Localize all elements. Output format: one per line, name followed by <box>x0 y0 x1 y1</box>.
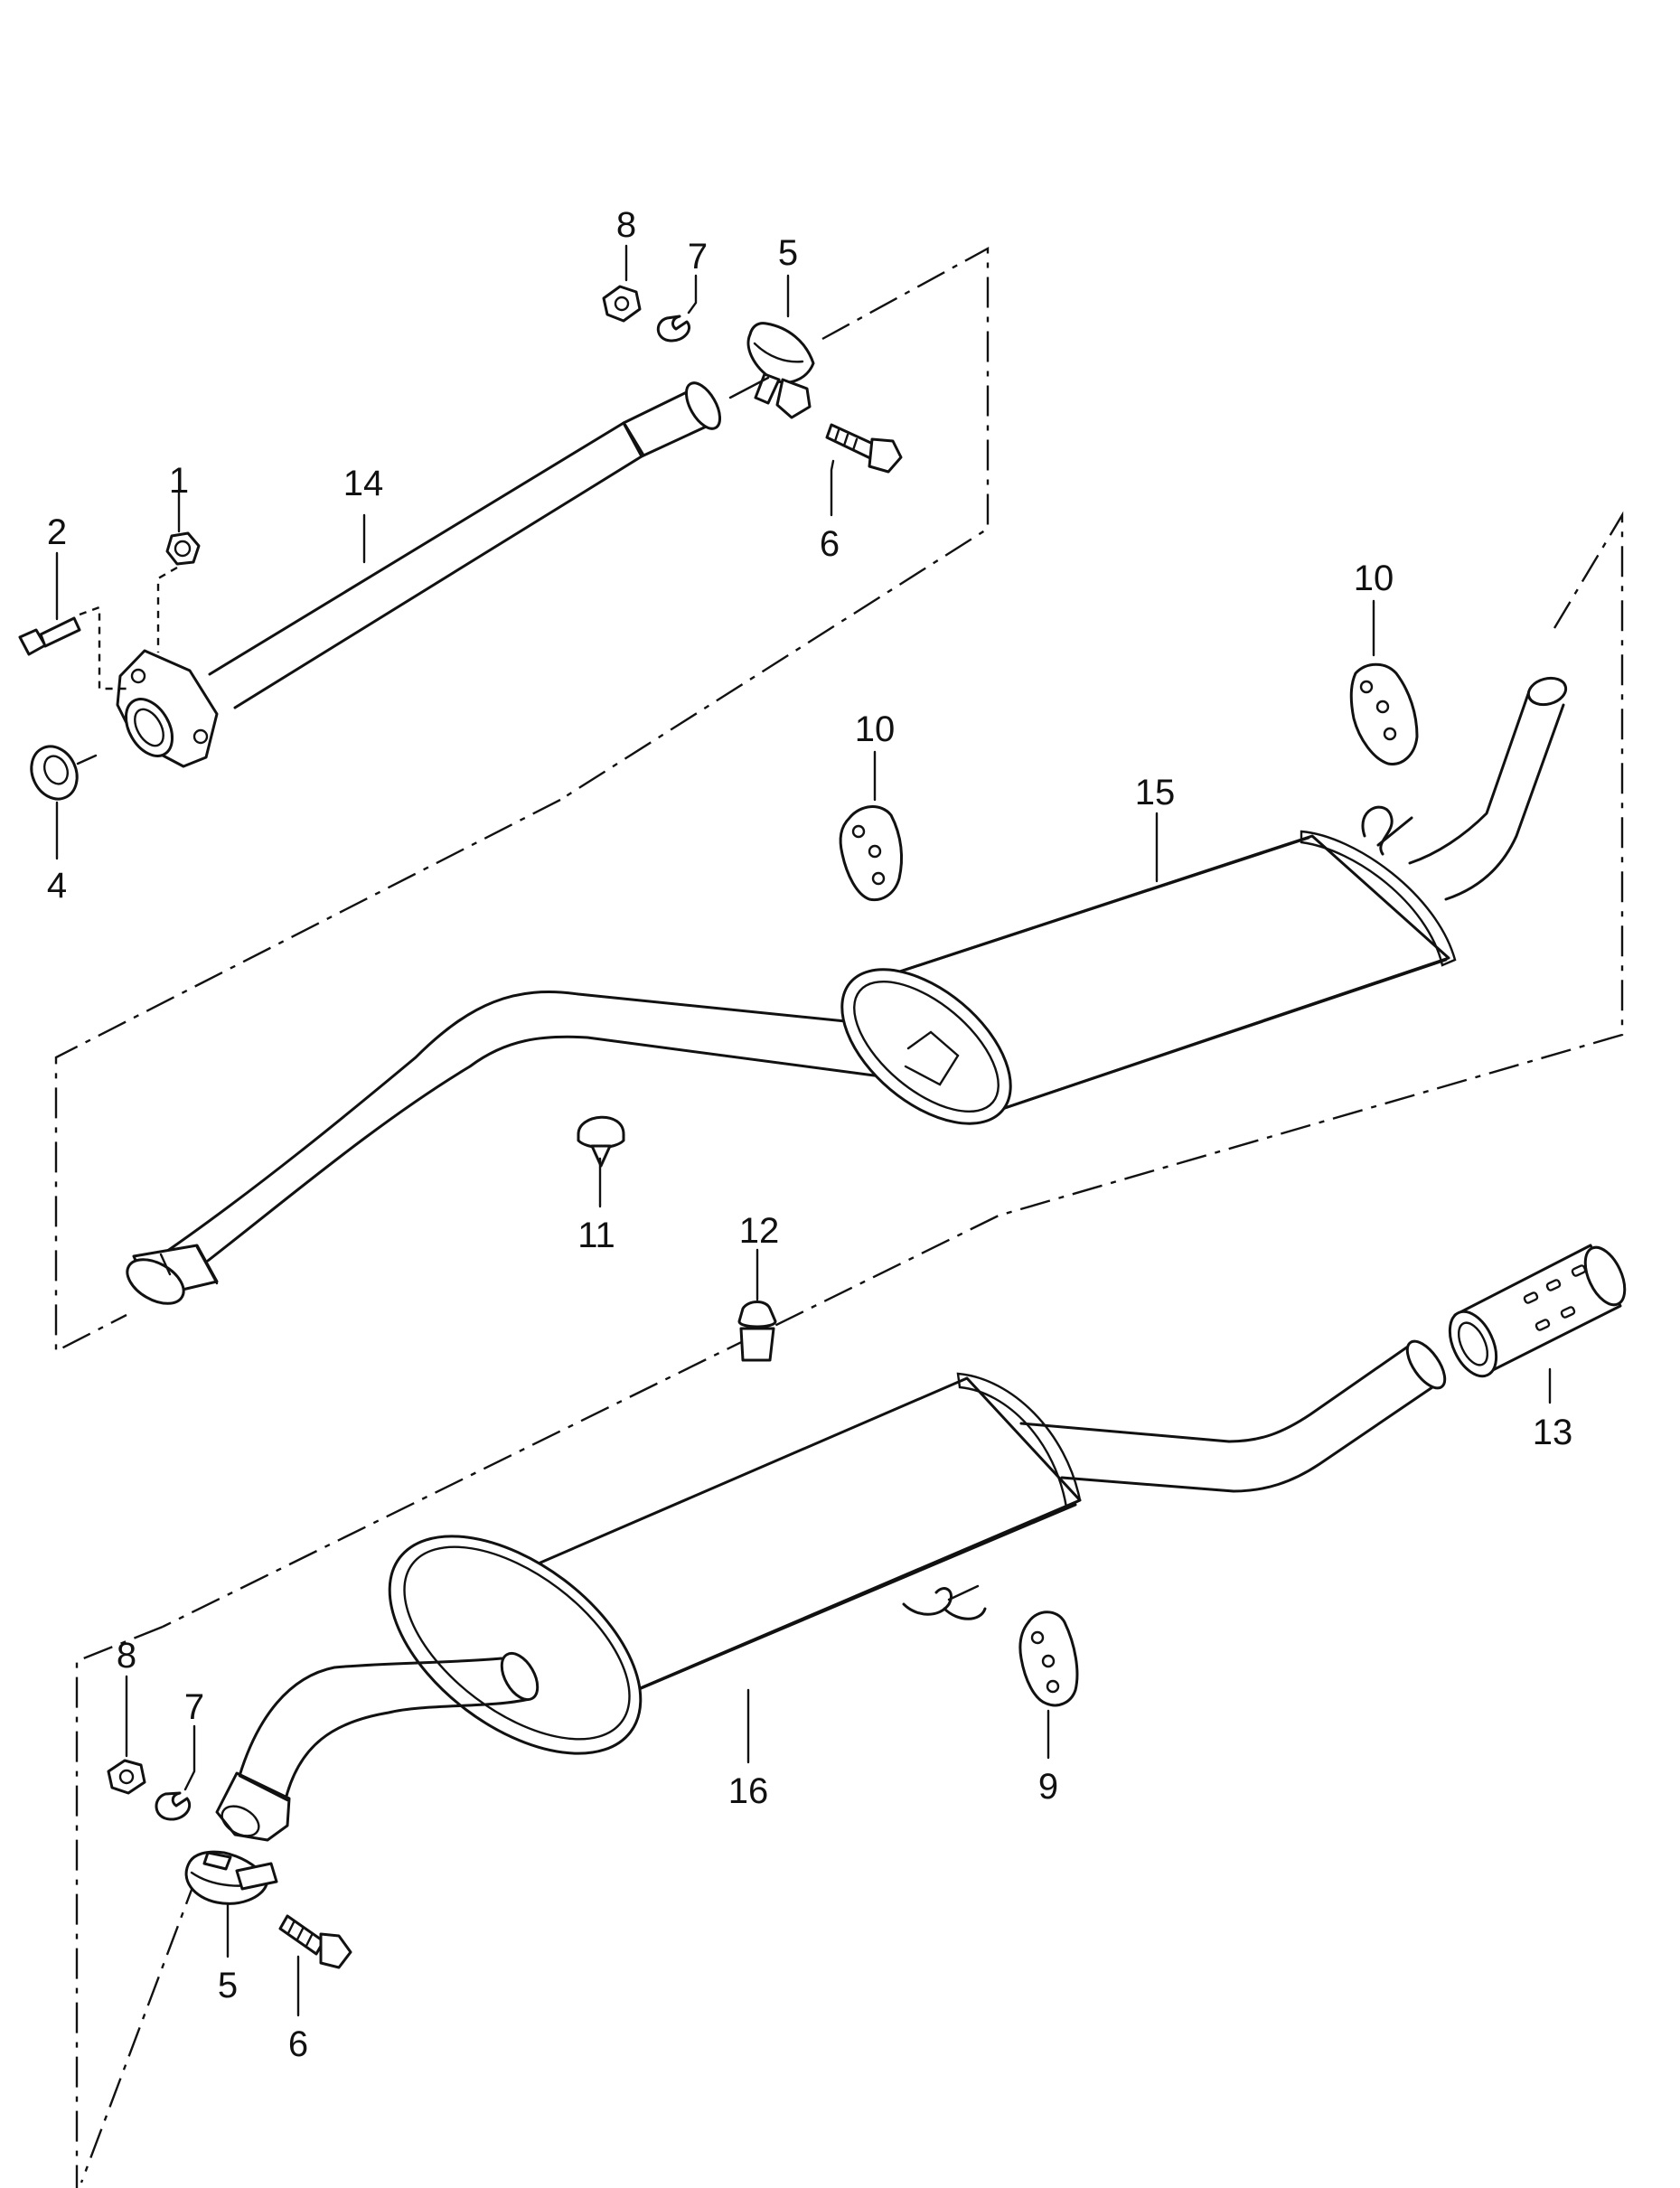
rubber-mount-left[interactable] <box>839 805 904 902</box>
dotted-nut-path <box>156 566 178 653</box>
rear-muffler[interactable] <box>215 1335 1452 1842</box>
callout-10-right: 10 <box>1354 559 1394 598</box>
boundary-center-group <box>162 511 1624 1629</box>
callout-6-bottom: 6 <box>288 2024 308 2064</box>
spring-washer-top[interactable] <box>656 315 691 343</box>
callout-16: 16 <box>728 1771 769 1811</box>
callout-2: 2 <box>47 512 67 552</box>
callout-7-bottom: 7 <box>184 1687 204 1727</box>
boundary-center-group-left <box>54 798 561 1353</box>
flange-bolt[interactable] <box>18 616 81 656</box>
callout-4: 4 <box>47 866 67 906</box>
callout-5-top: 5 <box>778 233 798 273</box>
callout-12: 12 <box>739 1211 780 1251</box>
callout-11: 11 <box>577 1216 615 1255</box>
callout-8-top: 8 <box>616 205 636 245</box>
boundary-rear-clamp-line <box>80 1874 199 2183</box>
callout-10-left: 10 <box>855 709 896 749</box>
callout-9: 9 <box>1038 1767 1058 1807</box>
leader-bolt-6-top <box>830 459 835 517</box>
rubber-mount-right[interactable] <box>1349 662 1419 765</box>
rubber-plug[interactable] <box>737 1301 777 1362</box>
boundary-rear-group <box>75 1625 164 2188</box>
pipe-clamp-bottom[interactable] <box>184 1850 278 1905</box>
callout-1: 1 <box>169 461 189 501</box>
callout-7-top: 7 <box>688 237 708 277</box>
rubber-buffer[interactable] <box>577 1115 625 1168</box>
callout-6-top: 6 <box>820 524 840 564</box>
boundary-front-pipe-group <box>559 246 990 802</box>
callout-14: 14 <box>343 464 384 503</box>
clamp-bolt-top[interactable] <box>825 423 903 474</box>
front-exhaust-pipe[interactable] <box>116 378 727 768</box>
clamp-nut-bottom[interactable] <box>107 1759 146 1795</box>
exhaust-gasket-ring[interactable] <box>23 739 98 807</box>
callout-5-bottom: 5 <box>218 1966 238 2005</box>
pipe-clamp-top[interactable] <box>746 322 815 419</box>
tail-pipe-tip[interactable] <box>1441 1242 1633 1384</box>
callout-8-bottom: 8 <box>117 1636 136 1676</box>
clamp-link-top <box>728 376 770 399</box>
clamp-bolt-bottom[interactable] <box>278 1914 352 1969</box>
flange-nut[interactable] <box>165 531 201 566</box>
spring-washer-bottom[interactable] <box>155 1791 192 1821</box>
callout-15: 15 <box>1135 773 1176 812</box>
leader-washer-7-top <box>687 274 698 315</box>
rubber-mount-rear[interactable] <box>1018 1610 1079 1707</box>
clamp-nut-top[interactable] <box>602 285 642 323</box>
center-muffler[interactable] <box>120 674 1569 1312</box>
leader-washer-7-bottom <box>183 1724 196 1791</box>
callout-13: 13 <box>1533 1413 1573 1452</box>
